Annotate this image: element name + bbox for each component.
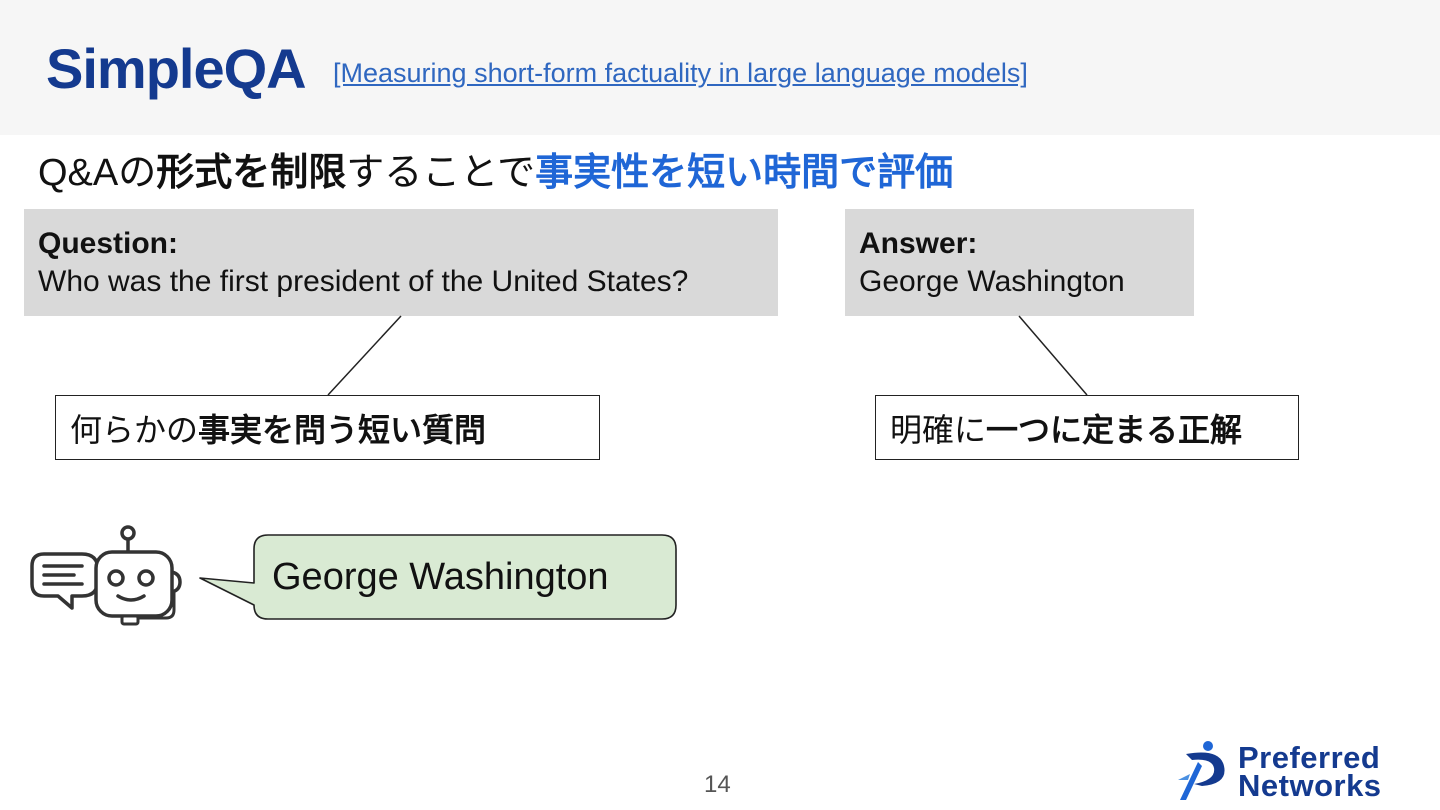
reference-link[interactable]: [Measuring short-form factuality in larg…	[333, 58, 1028, 88]
slide-header: SimpleQA [Measuring short-form factualit…	[0, 0, 1440, 135]
slide-subtitle: Q&Aの形式を制限することで事実性を短い時間で評価	[38, 150, 953, 196]
question-text: Who was the first president of the Unite…	[38, 265, 689, 298]
question-note: 何らかの事実を問う短い質問	[55, 395, 600, 460]
subtitle-part-1: Q&Aの	[38, 152, 157, 194]
subtitle-highlight: 事実性を短い時間で評価	[535, 152, 954, 194]
slide-title: SimpleQA	[46, 37, 307, 100]
response-bubble	[199, 534, 677, 620]
question-note-bold: 事実を問う短い質問	[198, 411, 487, 448]
subtitle-part-3: することで	[346, 152, 536, 194]
question-label: Question:	[38, 227, 178, 260]
answer-label: Answer:	[859, 227, 978, 260]
logo-line-2: Networks	[1238, 768, 1382, 803]
question-box: Question: Who was the first president of…	[24, 209, 778, 316]
response-text: George Washington	[272, 556, 609, 598]
question-note-plain: 何らかの	[70, 411, 199, 448]
logo-wordmark: Preferred Networks	[1238, 740, 1382, 803]
subtitle-part-2: 形式を制限	[156, 152, 347, 194]
answer-text: George Washington	[859, 265, 1125, 298]
page-number: 14	[704, 771, 731, 798]
chatbot-icon	[30, 525, 182, 626]
question-connector	[327, 315, 402, 396]
answer-note-plain: 明確に	[890, 411, 987, 448]
answer-connector	[1018, 315, 1088, 396]
logo-line-1: Preferred	[1238, 740, 1381, 775]
answer-note-bold: 一つに定まる正解	[986, 411, 1243, 448]
preferred-networks-logo-icon	[1178, 741, 1225, 800]
answer-box: Answer: George Washington	[845, 209, 1194, 316]
answer-note: 明確に一つに定まる正解	[875, 395, 1299, 460]
